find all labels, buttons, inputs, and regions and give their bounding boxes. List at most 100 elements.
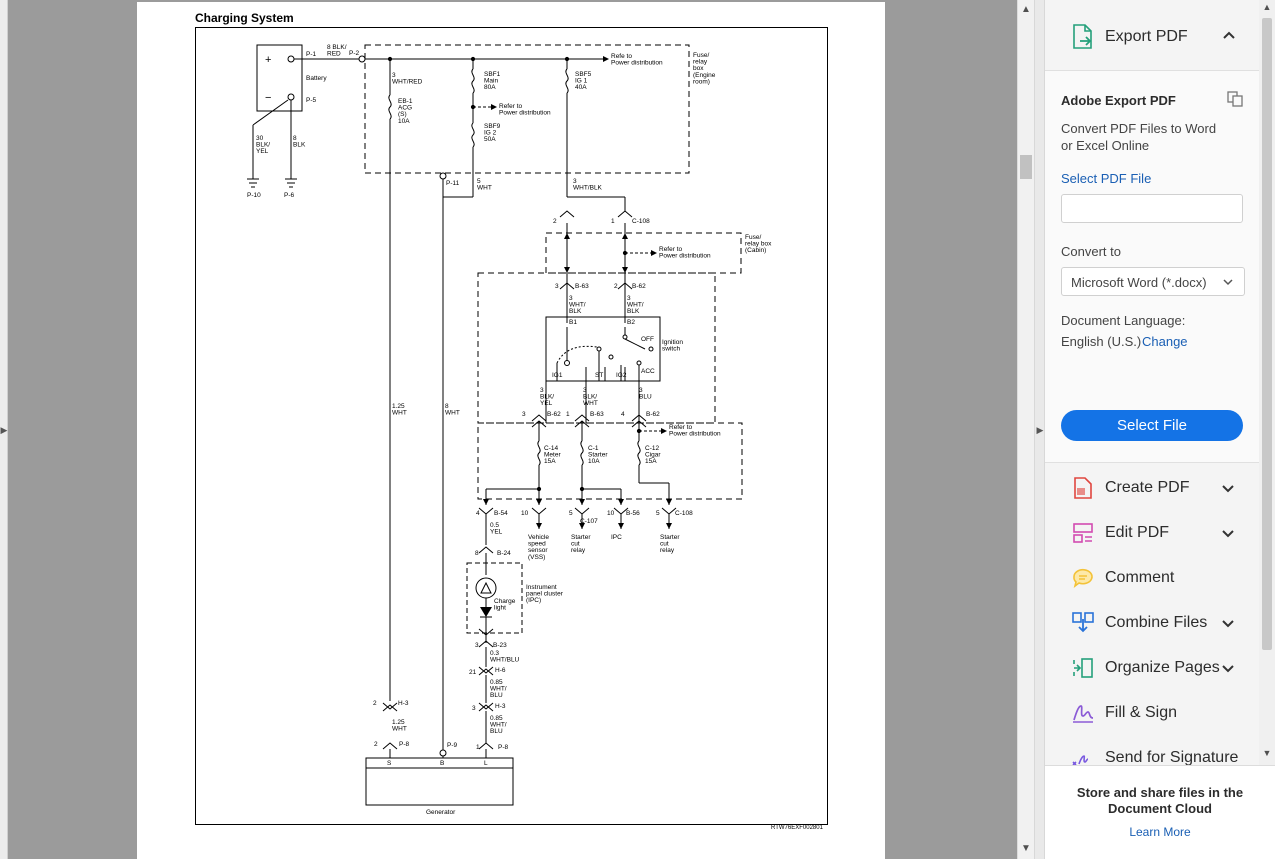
diagram-label-p8: P-8 [498,744,509,751]
document-viewer[interactable]: ▶ Charging System + − P-1 8 BLK/RED P-2 … [0,0,1017,859]
collapse-right-pane-icon[interactable]: ▶ [1036,425,1044,435]
diagram-label-n3: 3 [472,705,476,712]
diagram-label-n2: 2 [373,700,377,707]
diagram-label-c108: C-108 [675,510,693,517]
pdf-page: Charging System + − P-1 8 BLK/RED P-2 Ba… [137,2,885,859]
diagram-label-n8: 8 [475,550,479,557]
scroll-thumb[interactable] [1020,155,1032,179]
diagram-label-generator: Generator [426,809,456,816]
fill-sign-icon [1073,705,1094,723]
diagram-label-b1: B1 [569,319,577,326]
diagram-label-ipc: IPC [611,534,622,541]
diagram-label-n3: 3 [475,642,479,649]
export-description: Convert PDF Files to Word [1061,121,1217,136]
diagram-label-b62: B-62 [547,411,561,418]
learn-more-link[interactable]: Learn More [1129,825,1191,839]
combine-files-icon [1072,612,1094,633]
scroll-up-icon[interactable]: ▲ [1262,2,1272,12]
diagram-label-p2: P-2 [349,50,360,57]
tool-label: Organize Pages [1105,659,1220,676]
document-scrollbar[interactable]: ▲ ▼ [1017,0,1034,859]
expand-left-panel-icon[interactable]: ▶ [0,425,8,435]
chevron-down-icon[interactable] [1221,526,1235,540]
scroll-down-icon[interactable]: ▼ [1262,748,1272,758]
diagram-label-c108-2: 2 [553,218,557,225]
select-pdf-file-link[interactable]: Select PDF File [1061,171,1152,186]
diagram-label-c108: C-108 [632,218,650,225]
diagram-label-relaybox-cab: Fuse/relay box(Cabin) [745,234,772,254]
left-panel-strip[interactable]: ▶ [0,0,8,859]
diagram-label-h6: H-6 [495,667,506,674]
export-description-line2: or Excel Online [1061,138,1150,153]
diagram-label-n4: 4 [476,510,480,517]
diagram-label-b24: B-24 [497,550,511,557]
tools-pane-divider[interactable]: ▶ [1034,0,1045,859]
tool-label: Fill & Sign [1105,704,1178,721]
diagram-label-c107: C-107 [580,518,598,525]
scroll-thumb[interactable] [1262,18,1272,650]
selected-file-field[interactable] [1061,194,1243,223]
format-dropdown[interactable]: Microsoft Word (*.docx) [1061,267,1245,296]
diagram-label-n1: 1 [476,744,480,751]
chevron-down-icon[interactable] [1221,616,1235,630]
export-pdf-icon [1073,24,1092,49]
tool-label: Edit PDF [1105,524,1170,541]
tool-edit-pdf[interactable]: Edit PDF [1045,511,1259,556]
select-file-button[interactable]: Select File [1061,410,1243,441]
export-pdf-panel: Adobe Export PDF Convert PDF Files to Wo… [1045,70,1259,463]
tool-combine-files[interactable]: Combine Files [1045,601,1259,646]
diagram-label-l: L [484,760,488,767]
diagram-label-n2: 2 [614,283,618,290]
diagram-label-n5: 5 [656,510,660,517]
document-language-label: Document Language: [1061,313,1186,328]
figure-id: RTW76EXF002801 [771,825,823,831]
tool-label: Send for Signature [1105,749,1239,766]
diagram-label-p1-wire: 8 BLK/RED [327,44,347,58]
export-pdf-header[interactable]: Export PDF [1045,0,1259,70]
diagram-label-b: B [440,760,444,767]
diagram-label-st: ST [595,372,603,379]
diagram-label-battery: Battery [306,75,327,82]
chevron-down-icon[interactable] [1221,481,1235,495]
svg-text:+: + [265,54,271,66]
diagram-label-b62: B-62 [632,283,646,290]
export-pdf-label: Export PDF [1105,28,1188,45]
tools-scrollbar[interactable]: ▲ ▼ [1259,0,1275,765]
tool-fill-sign[interactable]: Fill & Sign [1045,691,1259,736]
diagram-label-h3: H-3 [495,703,506,710]
chevron-down-icon[interactable] [1221,661,1235,675]
page-title: Charging System [195,11,294,25]
tool-organize-pages[interactable]: Organize Pages [1045,646,1259,691]
copy-files-icon[interactable] [1226,90,1244,108]
scroll-down-icon[interactable]: ▼ [1021,843,1031,854]
diagram-label-s: S [387,760,392,767]
cloud-promo-text-line2: Document Cloud [1108,801,1212,816]
document-cloud-promo: Store and share files in the Document Cl… [1045,765,1275,859]
tool-comment[interactable]: Comment [1045,556,1259,601]
chevron-down-icon [1223,279,1233,286]
diagram-label-p9: P-9 [447,742,458,749]
scroll-up-icon[interactable]: ▲ [1021,4,1031,15]
tool-create-pdf[interactable]: Create PDF [1045,466,1259,511]
tool-label: Create PDF [1105,479,1190,496]
diagram-label-p11: P-11 [446,180,460,187]
chevron-up-icon[interactable] [1221,27,1237,43]
change-language-link[interactable]: Change [1142,334,1188,349]
